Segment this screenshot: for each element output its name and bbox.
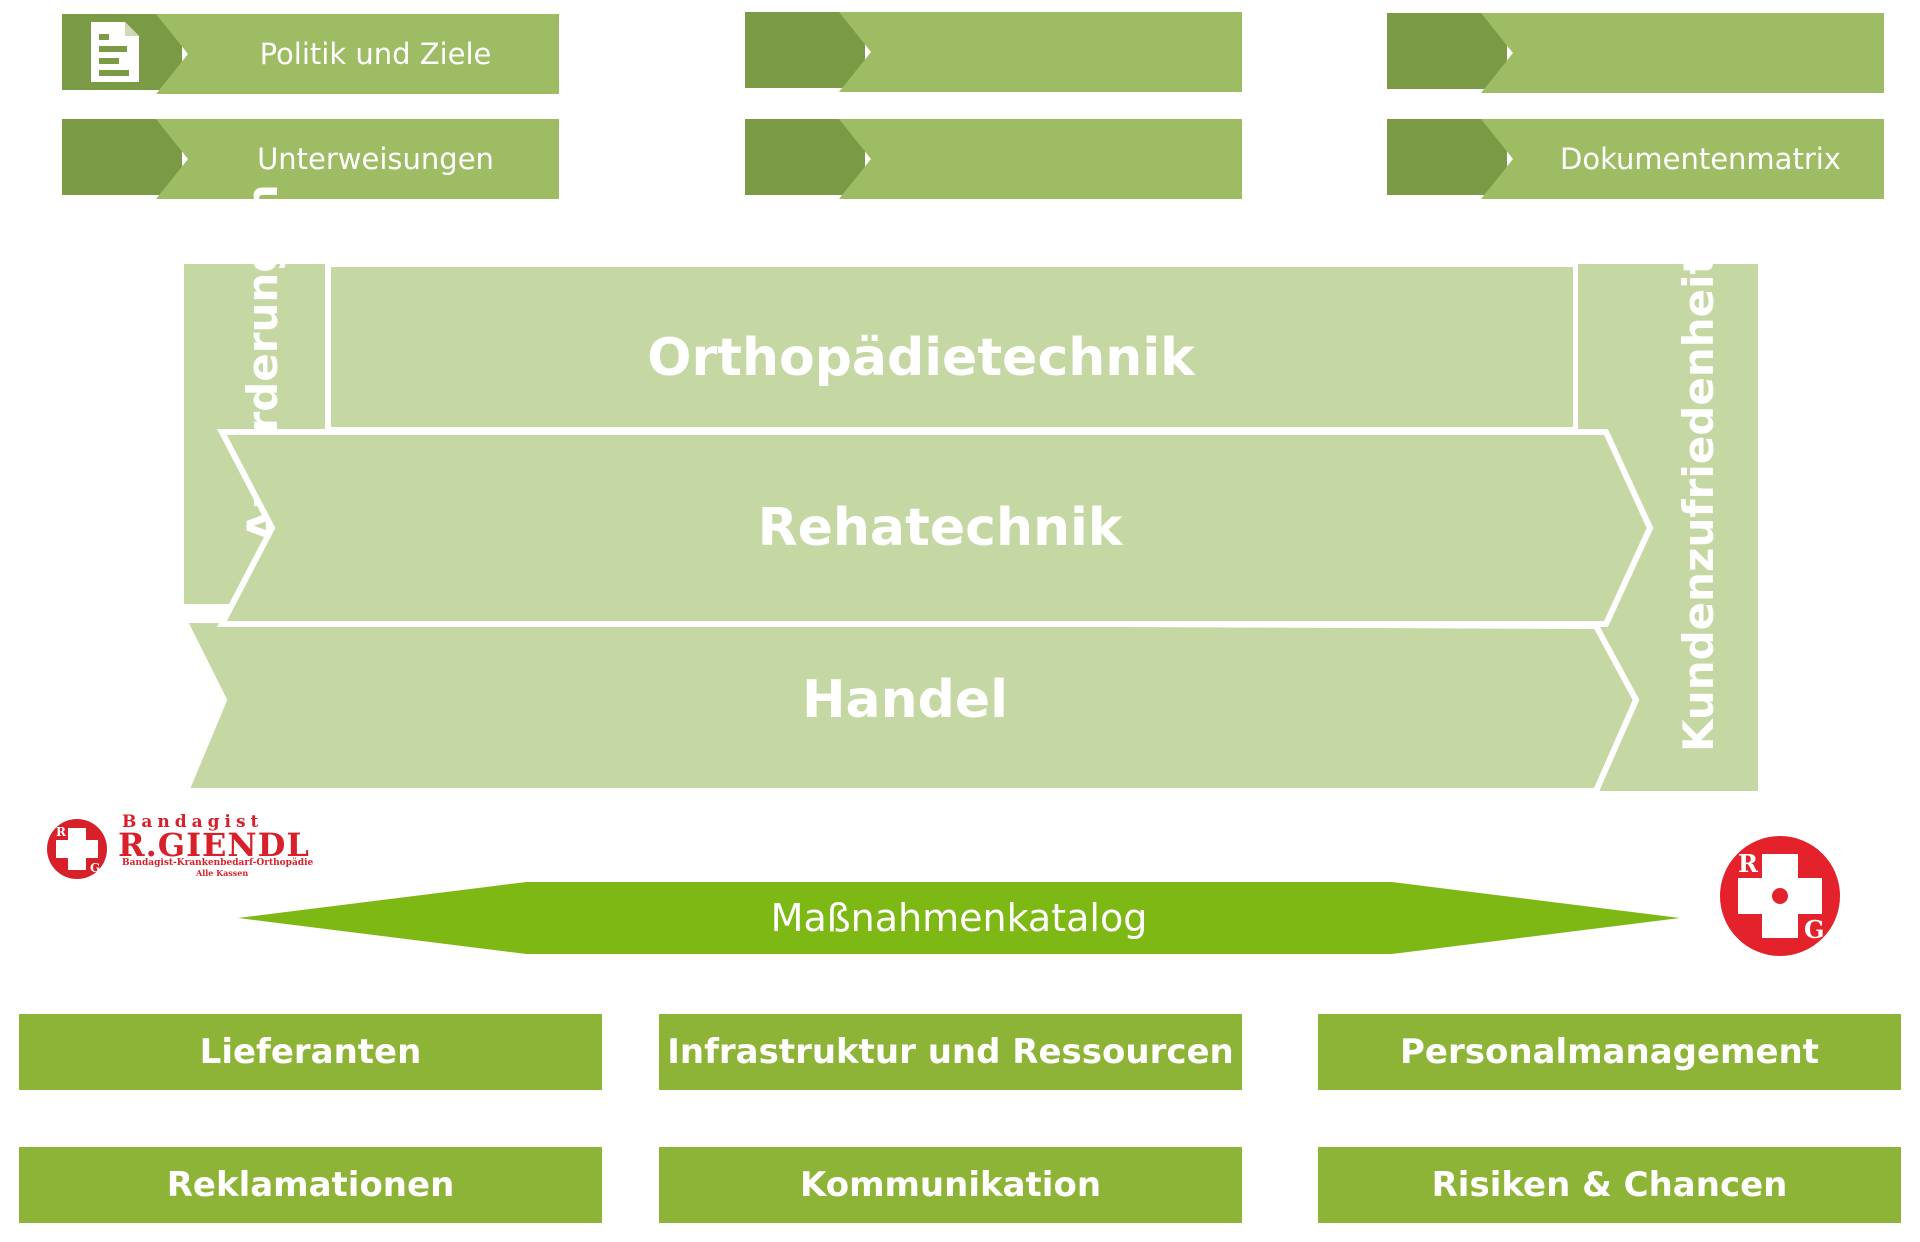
row-label-handel: Handel	[802, 670, 1008, 730]
svg-text:G: G	[1804, 915, 1825, 944]
tile-dark-segment	[1387, 119, 1507, 195]
box-label: Risiken & Chancen	[1431, 1165, 1788, 1205]
box-label: Reklamationen	[166, 1165, 455, 1205]
tile-empty-1[interactable]	[745, 12, 1242, 92]
tile-light-segment	[839, 119, 1242, 199]
tile-light-segment	[156, 119, 559, 199]
row-handel-shape	[181, 617, 1640, 794]
box-label: Lieferanten	[199, 1032, 422, 1072]
rg-emblem-icon: R G	[47, 819, 107, 879]
logo-line-name: R.GIENDL	[118, 826, 310, 864]
tile-dark-segment	[1387, 13, 1507, 89]
box-label: Kommunikation	[799, 1165, 1102, 1205]
tile-dark-segment	[62, 119, 182, 195]
tile-politik-und-ziele[interactable]: Politik und Ziele	[62, 14, 559, 94]
tile-light-segment	[839, 12, 1242, 92]
box-reklamationen[interactable]: Reklamationen	[19, 1147, 602, 1223]
tile-dokumentenmatrix[interactable]: Dokumentenmatrix	[1387, 119, 1884, 199]
logo-line-tagline: Bandagist-Krankenbedarf-Orthopädie	[122, 858, 314, 868]
box-risiken-chancen[interactable]: Risiken & Chancen	[1318, 1147, 1901, 1223]
tile-label: Dokumentenmatrix	[1560, 142, 1841, 176]
tile-empty-2[interactable]	[1387, 13, 1884, 93]
massnahmenkatalog-banner[interactable]: Maßnahmenkatalog	[238, 882, 1680, 954]
svg-text:R: R	[1738, 849, 1759, 878]
logo-line-bandagist: Bandagist	[122, 812, 264, 832]
box-infrastruktur[interactable]: Infrastruktur und Ressourcen	[659, 1014, 1242, 1090]
rg-emblem-right-icon: R G	[1720, 836, 1840, 956]
tile-dark-segment	[745, 119, 865, 195]
tile-dark-segment	[745, 12, 865, 88]
tile-label: Politik und Ziele	[259, 37, 492, 71]
row-rehatechnik-shape	[217, 429, 1654, 627]
svg-text:R: R	[56, 825, 67, 839]
tile-light-segment	[1481, 119, 1884, 199]
box-label: Infrastruktur und Ressourcen	[667, 1032, 1234, 1072]
row-orthopaedietechnik	[331, 267, 1573, 427]
row-label-orthopaedietechnik: Orthopädietechnik	[647, 328, 1195, 388]
tile-label: Unterweisungen	[257, 142, 494, 176]
svg-text:G: G	[90, 861, 100, 875]
tile-empty-3[interactable]	[745, 119, 1242, 199]
box-personalmanagement[interactable]: Personalmanagement	[1318, 1014, 1901, 1090]
logo-line-kassen: Alle Kassen	[196, 868, 249, 878]
tile-light-segment	[156, 14, 559, 94]
tile-unterweisungen[interactable]: Unterweisungen	[62, 119, 559, 199]
box-kommunikation[interactable]: Kommunikation	[659, 1147, 1242, 1223]
massnahmenkatalog-label: Maßnahmenkatalog	[770, 896, 1148, 940]
tile-light-segment	[1481, 13, 1884, 93]
box-label: Personalmanagement	[1399, 1032, 1819, 1072]
document-icon	[91, 22, 139, 82]
box-lieferanten[interactable]: Lieferanten	[19, 1014, 602, 1090]
row-label-rehatechnik: Rehatechnik	[757, 498, 1123, 558]
